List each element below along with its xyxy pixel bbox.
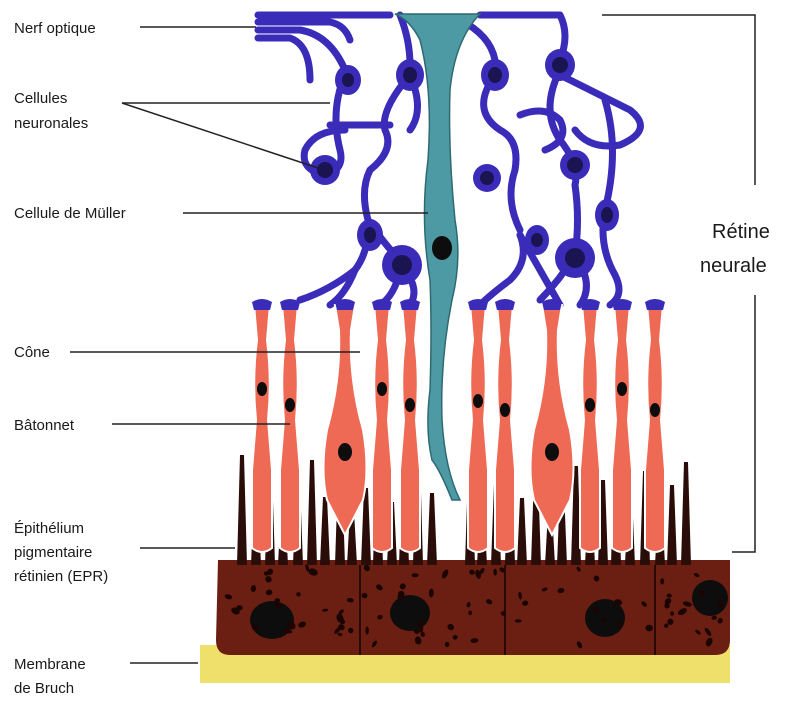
label-cellule-muller: Cellule de Müller — [14, 205, 126, 222]
cone-cell — [531, 299, 574, 535]
microvillus — [320, 497, 330, 565]
microvillus — [237, 455, 247, 565]
rod-cell — [468, 299, 488, 552]
label-cone: Cône — [14, 344, 50, 361]
microvillus — [427, 493, 437, 565]
label-batonnet: Bâtonnet — [14, 417, 75, 434]
label-retine-line2: neurale — [700, 255, 767, 277]
label-bruch-line2: de Bruch — [14, 680, 74, 697]
rod-cell — [280, 299, 300, 552]
label-cellules-neuronales-line2: neuronales — [14, 115, 88, 132]
microvillus — [517, 498, 527, 565]
microvillus — [307, 460, 317, 565]
pigment-granule — [515, 619, 522, 622]
label-epr-line1: Épithélium — [14, 520, 84, 537]
microvillus — [667, 485, 677, 565]
cone-cell — [324, 299, 367, 535]
rod-cell — [580, 299, 600, 552]
rod-cell — [645, 299, 665, 552]
label-bruch-line1: Membrane — [14, 656, 86, 673]
microvillus — [681, 462, 691, 565]
label-nerf-optique: Nerf optique — [14, 20, 96, 37]
label-epr-line3: rétinien (EPR) — [14, 568, 108, 585]
epr-layer — [216, 560, 730, 655]
label-epr-line2: pigmentaire — [14, 544, 92, 561]
rod-cell — [612, 299, 632, 552]
label-retine-line1: Rétine — [712, 221, 770, 243]
rod-cell — [252, 299, 272, 552]
rod-cell — [400, 299, 420, 552]
rod-cell — [495, 299, 515, 552]
label-cellules-neuronales-line1: Cellules — [14, 90, 67, 107]
rod-cell — [372, 299, 392, 552]
pigment-granule — [366, 627, 369, 635]
